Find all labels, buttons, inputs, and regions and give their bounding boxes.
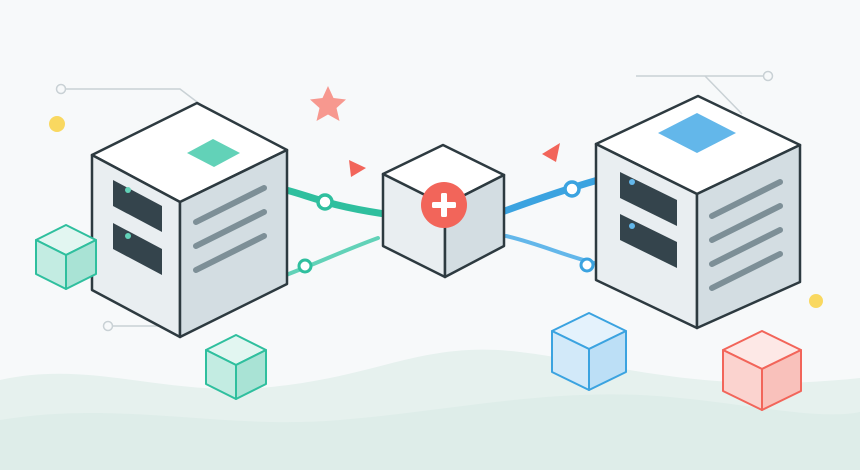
right-server-top-panel: [658, 113, 736, 153]
teal-cube-icon: [35, 224, 97, 290]
yellow-dot-icon: [809, 294, 823, 308]
connection-right: [498, 176, 602, 273]
triangle-icon: [542, 143, 560, 162]
status-light: [629, 223, 635, 229]
status-light: [629, 179, 635, 185]
plus-icon: [421, 182, 467, 228]
triangle-icon: [349, 160, 366, 177]
left-server: [90, 101, 289, 339]
guide-lines: [55, 70, 774, 332]
star-icon: [310, 86, 346, 121]
vent-lines: [709, 179, 783, 291]
blue-cube-icon: [551, 312, 627, 391]
status-light: [125, 187, 131, 193]
drive-slot: [620, 172, 677, 226]
left-server-side: [178, 148, 289, 339]
yellow-dot-icon: [49, 116, 65, 132]
background-wave-front: [0, 394, 860, 470]
teal-cube-icon: [205, 334, 267, 400]
coral-cube-icon: [722, 330, 802, 411]
status-light: [125, 233, 131, 239]
right-server: [594, 94, 802, 330]
left-server-top-panel: [187, 139, 240, 167]
vent-lines: [193, 185, 267, 273]
drive-slot: [113, 180, 162, 232]
connection-left: [282, 186, 389, 277]
